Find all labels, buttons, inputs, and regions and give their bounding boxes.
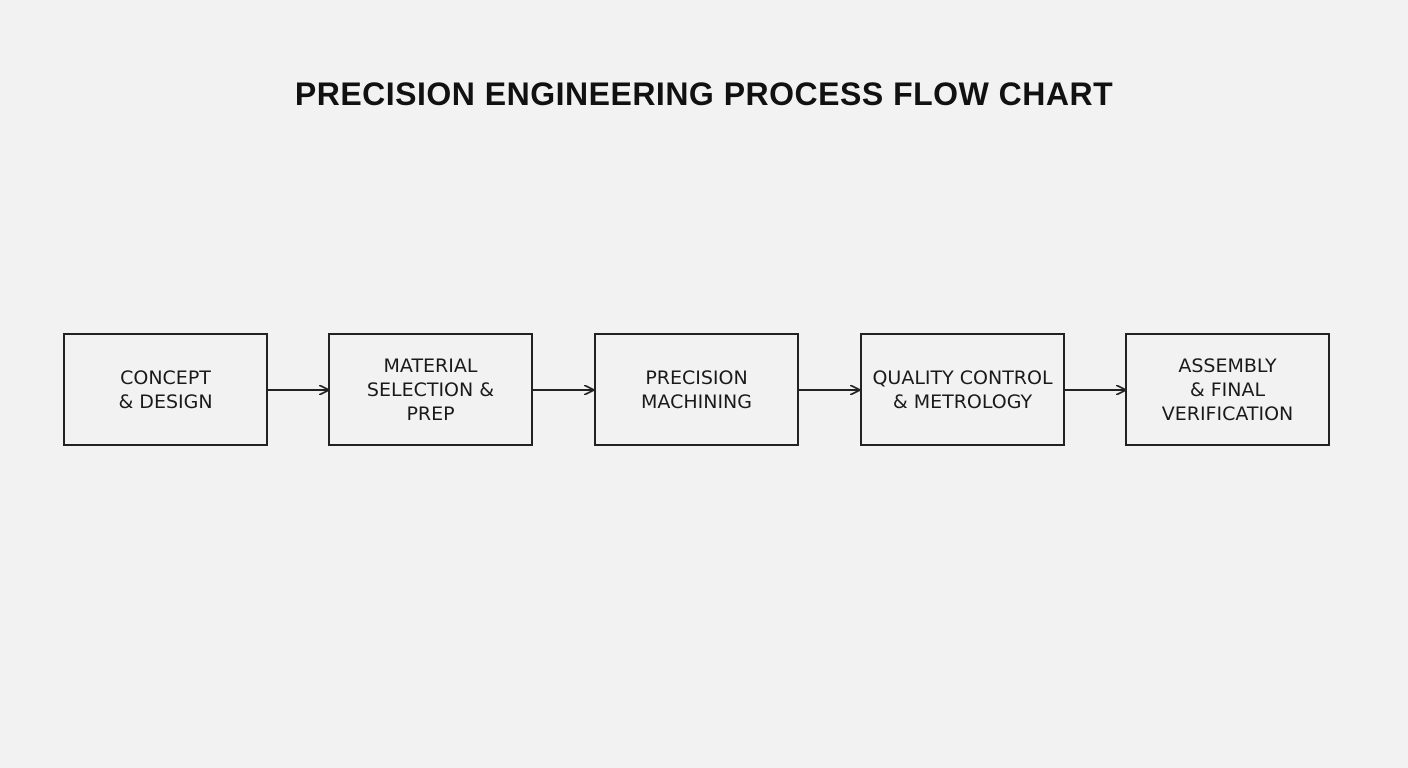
- step-label: ASSEMBLY & FINAL VERIFICATION: [1161, 354, 1294, 425]
- step-label: CONCEPT & DESIGN: [118, 366, 213, 413]
- step-label: QUALITY CONTROL & METROLOGY: [872, 366, 1053, 413]
- step-box-concept-design: CONCEPT & DESIGN: [63, 333, 268, 446]
- diagram-title: PRECISION ENGINEERING PROCESS FLOW CHART: [294, 76, 1114, 112]
- step-box-precision-machining: PRECISION MACHINING: [594, 333, 799, 446]
- step-box-quality-control: QUALITY CONTROL & METROLOGY: [860, 333, 1065, 446]
- step-label: MATERIAL SELECTION & PREP: [366, 354, 495, 425]
- step-box-material-selection: MATERIAL SELECTION & PREP: [328, 333, 533, 446]
- step-box-assembly-verification: ASSEMBLY & FINAL VERIFICATION: [1125, 333, 1330, 446]
- step-label: PRECISION MACHINING: [641, 366, 752, 413]
